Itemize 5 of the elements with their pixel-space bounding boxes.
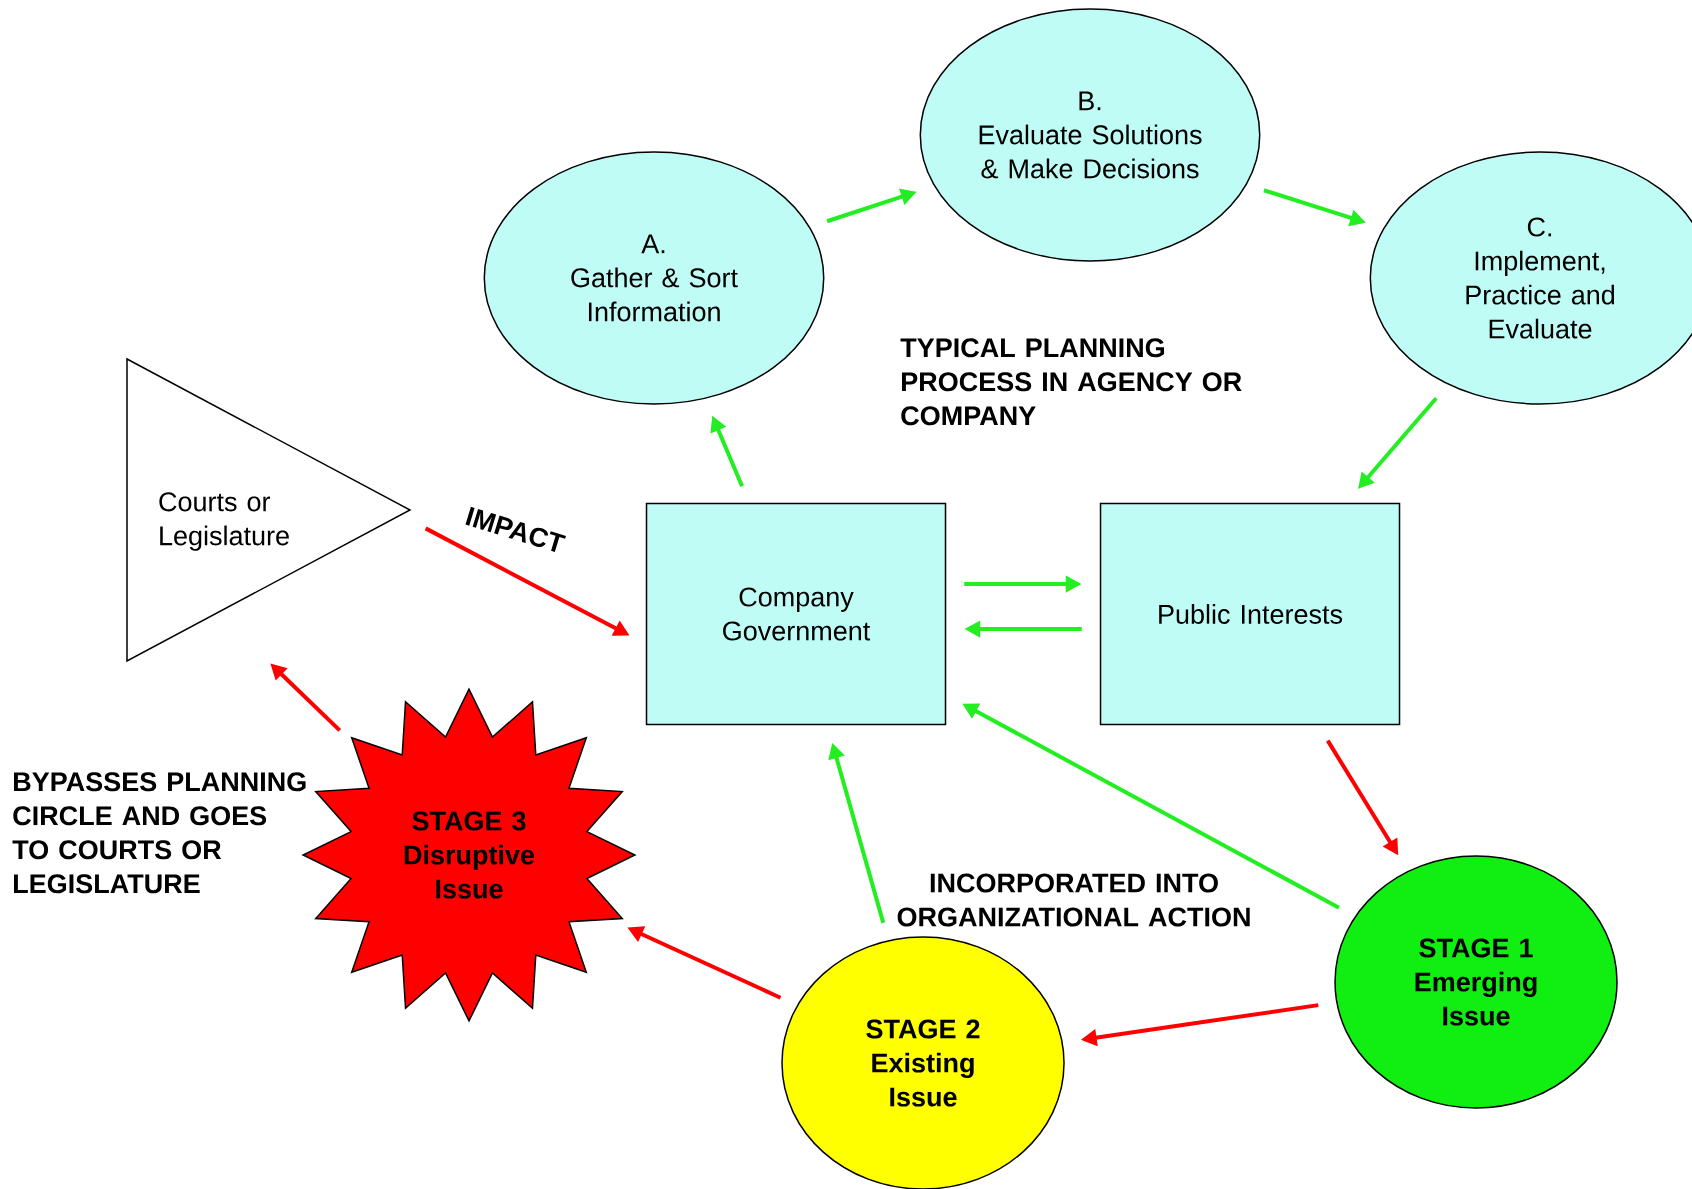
note-text: TYPICAL PLANNING PROCESS IN AGENCY OR COMPANY bbox=[900, 338, 1242, 426]
edge-label: IMPACT bbox=[465, 506, 566, 552]
note-text: INCORPORATED INTO ORGANIZATIONAL ACTION bbox=[897, 873, 1250, 927]
process-box: Company Government bbox=[645, 502, 947, 726]
process-box: Public Interests bbox=[1099, 502, 1401, 726]
